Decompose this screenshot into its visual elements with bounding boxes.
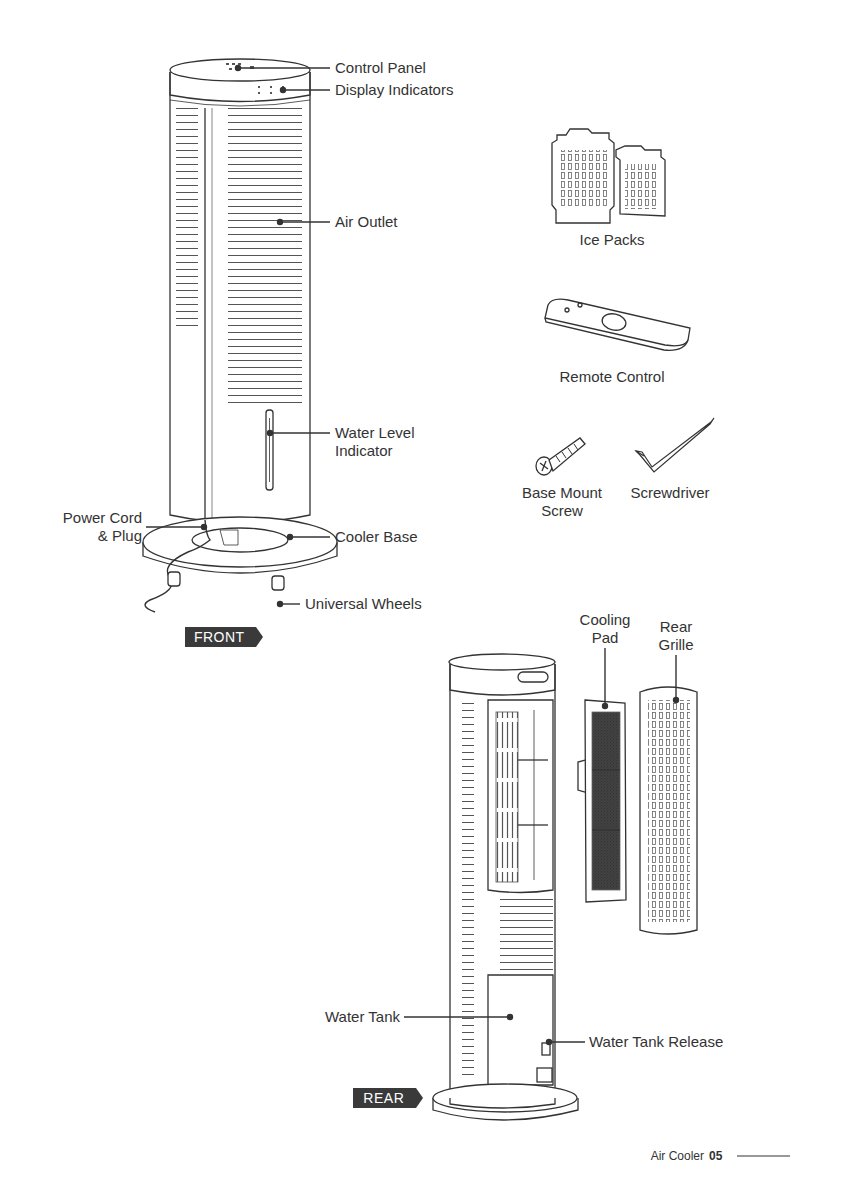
part-label: Remote Control	[542, 368, 682, 386]
badge-text: REAR	[353, 1088, 415, 1108]
part-label: Power Cord & Plug	[56, 509, 142, 545]
part-label: Ice Packs	[552, 231, 672, 249]
part-label: Air Outlet	[335, 213, 398, 231]
leader-lines	[404, 648, 679, 1045]
cooling-pad	[578, 700, 626, 902]
badge-fill	[185, 627, 263, 647]
part-label: Display Indicators	[335, 81, 453, 99]
badge-text: FRONT	[185, 627, 254, 647]
rear-tower	[433, 654, 578, 1120]
screwdriver	[636, 418, 714, 472]
part-label: Screwdriver	[620, 484, 720, 502]
direction-badge: REAR	[353, 1088, 423, 1108]
part-label: 05	[709, 1149, 722, 1164]
part-label: Universal Wheels	[305, 595, 422, 613]
part-label: Water Tank	[300, 1008, 400, 1026]
part-label: Cooler Base	[335, 528, 418, 546]
part-label: Cooling Pad	[575, 611, 635, 647]
leader-lines	[146, 66, 330, 607]
ice-packs	[552, 129, 665, 223]
part-label: Water Level Indicator	[335, 424, 435, 460]
part-label: Rear Grille	[648, 618, 704, 654]
part-label: Base Mount Screw	[514, 484, 610, 520]
rear-grille	[640, 687, 697, 934]
front-tower	[143, 59, 337, 612]
footer-rule	[737, 1156, 790, 1157]
part-label: Air Cooler	[600, 1149, 704, 1164]
badge-fill	[353, 1088, 423, 1108]
direction-badge: FRONT	[185, 627, 263, 647]
part-label: Water Tank Release	[589, 1033, 723, 1051]
remote-control	[545, 299, 690, 350]
base-mount-screw	[536, 438, 585, 475]
part-label: Control Panel	[335, 59, 426, 77]
